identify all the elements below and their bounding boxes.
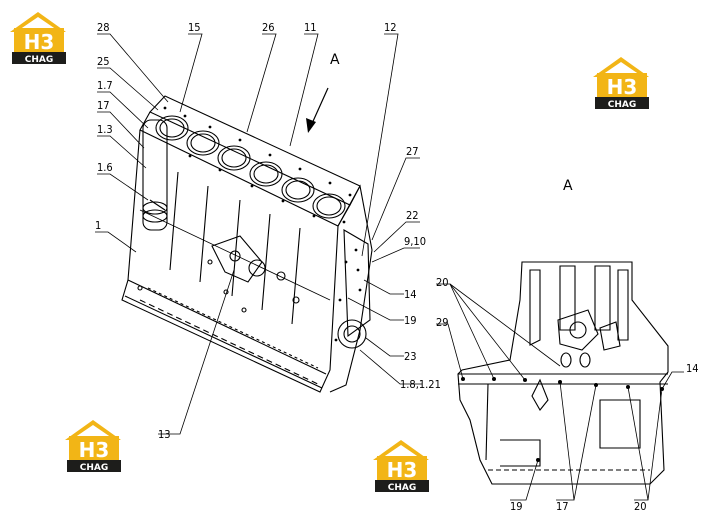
logo-top-left: H3 CHAG — [10, 12, 66, 65]
label-1: 1 — [95, 219, 101, 232]
label-22: 22 — [406, 209, 419, 222]
label-15: 15 — [188, 21, 201, 34]
logo-mark: H3 — [24, 30, 55, 54]
label-1-8-1-21: 1.8,1.21 — [400, 378, 441, 391]
logo-mark: H3 — [387, 458, 418, 482]
label-19: 19 — [404, 314, 417, 327]
label-26: 26 — [262, 21, 275, 34]
main-leaders — [95, 33, 422, 435]
section-view-a: A — [457, 178, 669, 485]
section-leaders — [436, 283, 684, 501]
cylinder-block-iso — [121, 95, 373, 393]
logo-mark: H3 — [79, 438, 110, 462]
logo-word: CHAG — [608, 100, 637, 110]
logo-mark: H3 — [607, 75, 638, 99]
label-29: 29 — [436, 316, 449, 329]
label-17: 17 — [97, 99, 110, 112]
logo-word: CHAG — [80, 463, 109, 473]
label-19-section: 19 — [510, 500, 523, 513]
label-11: 11 — [304, 21, 317, 34]
label-9-10: 9,10 — [404, 235, 426, 248]
label-12: 12 — [384, 21, 397, 34]
label-23: 23 — [404, 350, 417, 363]
section-marker: A — [563, 178, 573, 194]
label-27: 27 — [406, 145, 419, 158]
main-labels: 28 15 26 11 12 25 1.7 17 1.3 1.6 27 22 9… — [95, 21, 441, 441]
label-14: 14 — [404, 288, 417, 301]
section-labels: 20 29 14 19 17 20 — [436, 276, 699, 513]
view-arrow: A — [306, 52, 340, 133]
label-14-section: 14 — [686, 362, 699, 375]
logo-top-right: H3 CHAG — [593, 57, 649, 110]
label-20-top: 20 — [436, 276, 449, 289]
label-17-section: 17 — [556, 500, 569, 513]
label-1-3: 1.3 — [97, 123, 113, 136]
logo-word: CHAG — [388, 483, 417, 493]
label-25: 25 — [97, 55, 110, 68]
logo-bottom-left: H3 CHAG — [65, 420, 121, 473]
label-20-bottom: 20 — [634, 500, 647, 513]
label-28: 28 — [97, 21, 110, 34]
label-1-7: 1.7 — [97, 79, 113, 92]
logo-bottom-center: H3 CHAG — [373, 440, 429, 493]
logo-word: CHAG — [25, 55, 54, 65]
view-marker: A — [330, 52, 340, 68]
label-13: 13 — [158, 428, 171, 441]
label-1-6: 1.6 — [97, 161, 113, 174]
